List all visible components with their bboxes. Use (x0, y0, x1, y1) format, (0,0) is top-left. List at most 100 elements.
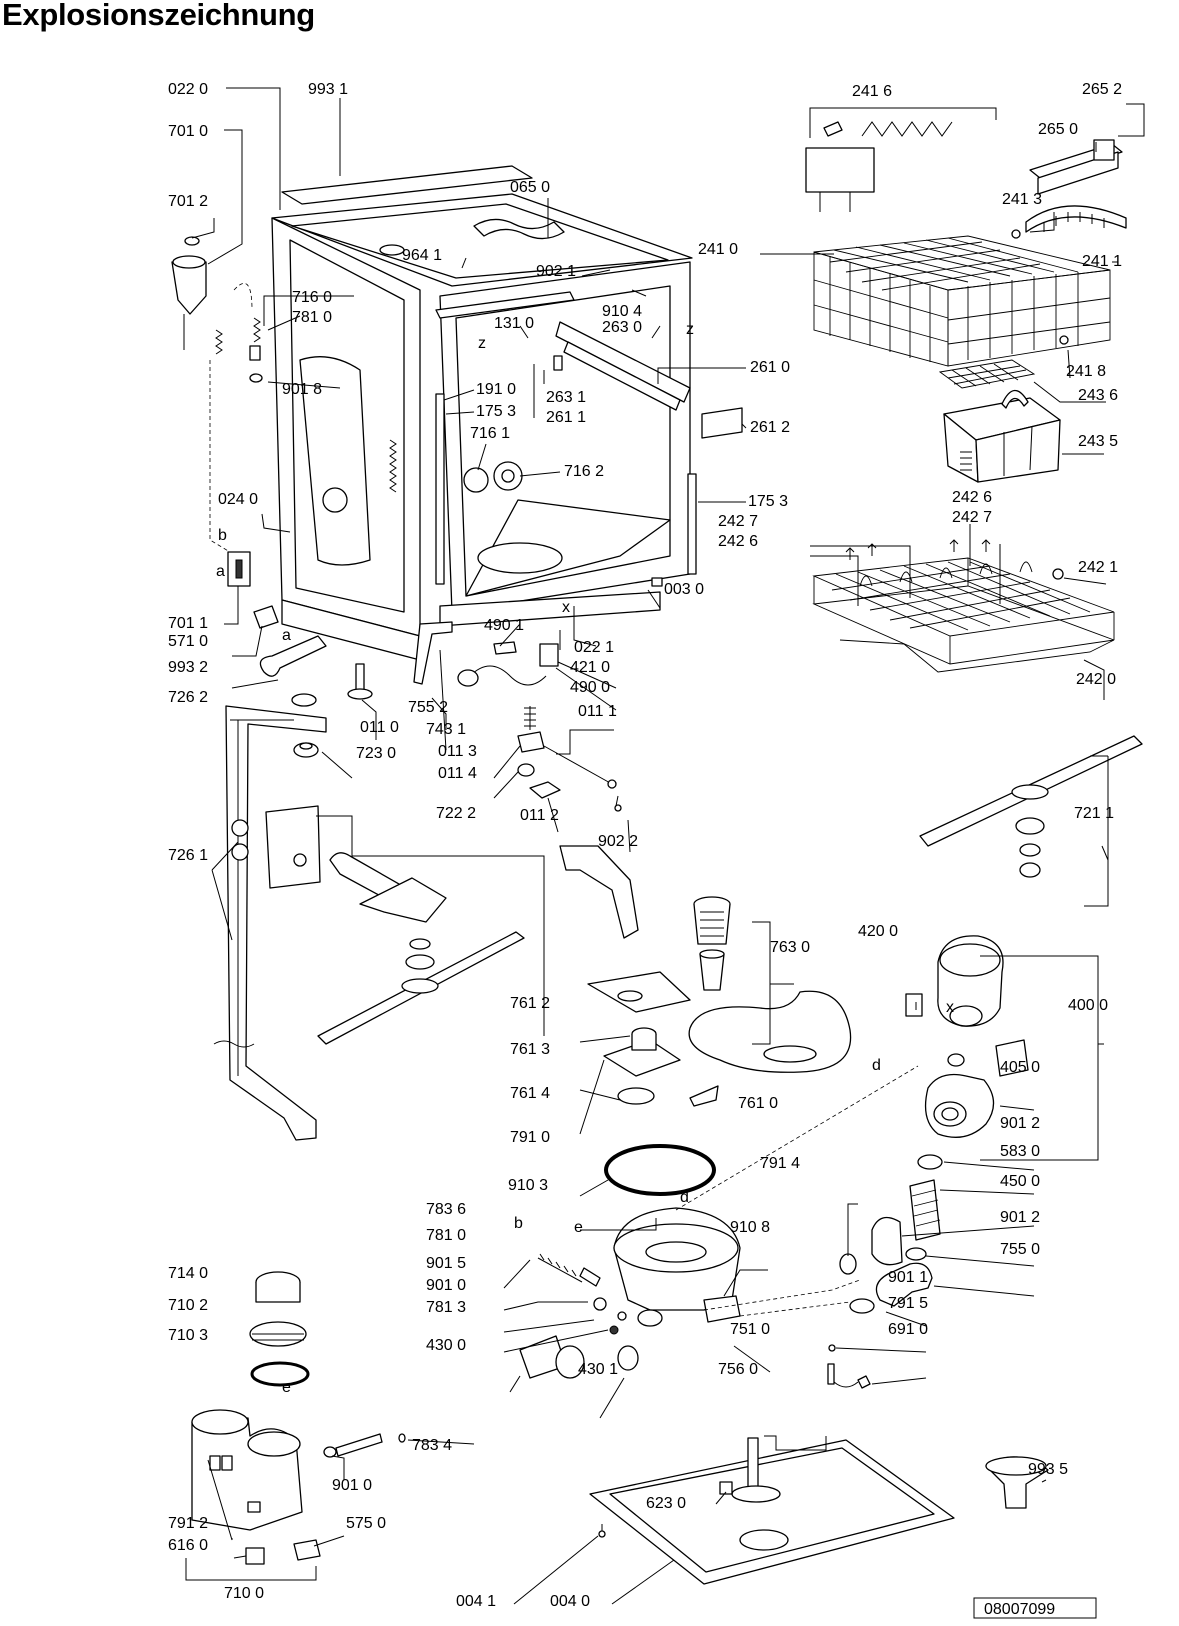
part-label-p7: 902 1 (536, 263, 576, 280)
salt-container-drawing (191, 1271, 406, 1565)
part-label-p65: 405 0 (1000, 1059, 1040, 1076)
position-marker-m4: x (946, 999, 954, 1016)
part-label-p13: 901 8 (282, 381, 322, 398)
part-label-p40: 722 2 (436, 805, 476, 822)
part-label-p77: 781 0 (426, 1227, 466, 1244)
part-label-p101: 004 0 (550, 1593, 590, 1610)
part-label-p67: 761 0 (738, 1095, 778, 1112)
part-label-p4: 701 2 (168, 193, 208, 210)
upper-basket-drawing (805, 121, 1127, 483)
position-marker-m12: e (282, 1379, 291, 1396)
part-label-p47: 241 3 (1002, 191, 1042, 208)
part-label-p74: 901 2 (1000, 1209, 1040, 1226)
part-label-p18: 261 0 (750, 359, 790, 376)
part-label-p6: 964 1 (402, 247, 442, 264)
part-label-p64: 761 3 (510, 1041, 550, 1058)
part-label-p20: 716 1 (470, 425, 510, 442)
part-label-p31: 490 0 (570, 679, 610, 696)
part-label-p55: 242 7 (952, 509, 992, 526)
part-label-p84: 710 2 (168, 1297, 208, 1314)
part-label-p35: 011 1 (578, 703, 617, 720)
part-label-p28: 022 1 (574, 639, 614, 656)
sump-pump-drawing (519, 845, 1029, 1389)
part-label-p100: 004 1 (456, 1593, 496, 1610)
upper-spray-arm-drawing (919, 735, 1143, 878)
part-label-p46: 265 0 (1038, 121, 1078, 138)
part-label-p57: 242 1 (1078, 559, 1118, 576)
part-label-p75: 783 6 (426, 1201, 466, 1218)
position-marker-m2: z (686, 321, 694, 338)
position-marker-m10: b (514, 1215, 523, 1232)
part-label-p66: 761 4 (510, 1085, 550, 1102)
part-label-p17: 261 1 (546, 409, 586, 426)
part-label-p87: 691 0 (888, 1321, 928, 1338)
part-label-p41: 011 2 (520, 807, 559, 824)
part-label-p85: 781 3 (426, 1299, 466, 1316)
part-label-p32: 726 2 (168, 689, 208, 706)
part-label-p90: 430 1 (578, 1361, 618, 1378)
position-marker-m3: x (562, 599, 570, 616)
part-label-p70: 583 0 (1000, 1143, 1040, 1160)
document-number-box (973, 1597, 1097, 1619)
part-label-p61: 420 0 (858, 923, 898, 940)
part-label-p42: 902 2 (598, 833, 638, 850)
lower-basket-drawing (812, 539, 1115, 673)
part-label-p33: 011 0 (360, 719, 399, 736)
part-label-p56: 242 6 (718, 533, 758, 550)
part-label-p98: 616 0 (168, 1537, 208, 1554)
part-label-p86: 751 0 (730, 1321, 770, 1338)
part-label-p29: 993 2 (168, 659, 208, 676)
left-small-parts-drawing (171, 236, 453, 758)
part-label-p68: 901 2 (1000, 1115, 1040, 1132)
part-label-p80: 901 5 (426, 1255, 466, 1272)
part-label-p78: 755 0 (1000, 1241, 1040, 1258)
part-label-p14: 191 0 (476, 381, 516, 398)
part-label-p71: 791 4 (760, 1155, 800, 1172)
part-label-p82: 901 0 (426, 1277, 466, 1294)
part-label-p92: 783 4 (412, 1437, 452, 1454)
part-label-p93: 901 0 (332, 1477, 372, 1494)
part-label-p60: 763 0 (770, 939, 810, 956)
position-marker-m8: d (872, 1057, 881, 1074)
part-label-p3: 701 0 (168, 123, 208, 140)
part-label-p37: 743 1 (426, 721, 466, 738)
part-label-p36: 723 0 (356, 745, 396, 762)
part-label-p43: 726 1 (168, 847, 208, 864)
position-marker-m5: b (218, 527, 227, 544)
position-marker-m9: d (680, 1189, 689, 1206)
part-label-p88: 710 3 (168, 1327, 208, 1344)
part-label-p95: 623 0 (646, 1495, 686, 1512)
spray-pipe-drawing (213, 705, 525, 1141)
part-label-p19: 261 2 (750, 419, 790, 436)
part-label-p94: 993 5 (1028, 1461, 1068, 1478)
part-label-p15: 175 3 (476, 403, 516, 420)
part-label-p25: 701 1 (168, 615, 208, 632)
part-label-p24: 003 0 (664, 581, 704, 598)
part-label-p45: 265 2 (1082, 81, 1122, 98)
part-label-p1: 022 0 (168, 81, 208, 98)
part-label-p26: 571 0 (168, 633, 208, 650)
part-label-p58: 242 0 (1076, 671, 1116, 688)
position-marker-m7: a (282, 627, 291, 644)
page-title: Explosionszeichnung (2, 0, 315, 32)
part-label-p8: 716 0 (292, 289, 332, 306)
center-small-parts-drawing (457, 641, 622, 812)
part-label-p52: 243 5 (1078, 433, 1118, 450)
tub-cabinet-drawing (271, 165, 743, 661)
document-number: 08007099 (984, 1601, 1055, 1618)
part-label-p91: 756 0 (718, 1361, 758, 1378)
part-label-p76: 910 8 (730, 1219, 770, 1236)
part-label-p72: 450 0 (1000, 1173, 1040, 1190)
part-label-p81: 901 1 (888, 1269, 928, 1286)
part-label-p51: 243 6 (1078, 387, 1118, 404)
part-label-p27: 490 1 (484, 617, 524, 634)
part-label-p50: 241 8 (1066, 363, 1106, 380)
position-marker-m6: a (216, 563, 225, 580)
part-label-p44: 241 6 (852, 83, 892, 100)
position-marker-m1: z (478, 335, 486, 352)
part-label-p2: 993 1 (308, 81, 348, 98)
part-label-p99: 710 0 (224, 1585, 264, 1602)
